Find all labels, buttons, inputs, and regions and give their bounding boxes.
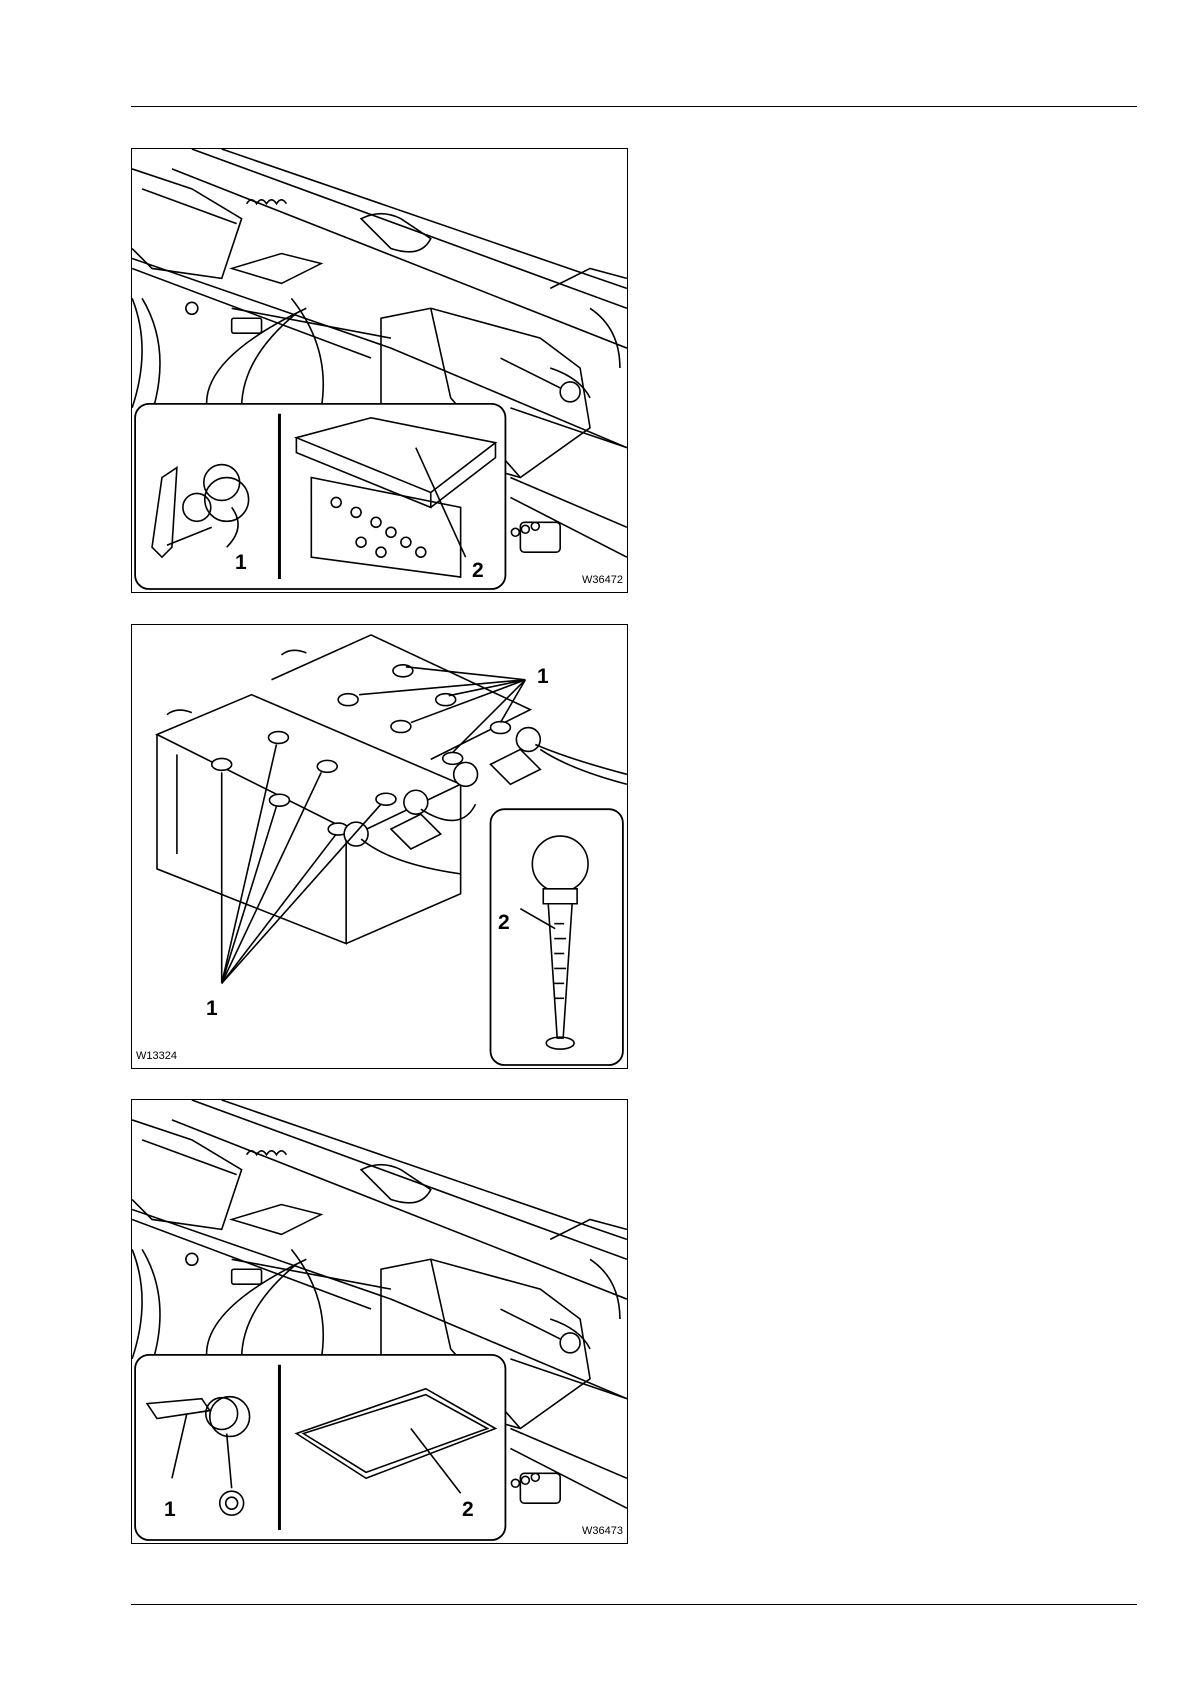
callout-key-switch: 1 <box>164 1498 176 1522</box>
engine-bay-illustration <box>132 149 627 592</box>
footer-rule <box>131 1604 1137 1605</box>
engine-bay-illustration <box>132 1100 627 1543</box>
callout-hydrometer: 2 <box>498 911 510 935</box>
figure-code: W13324 <box>136 1050 177 1062</box>
callout-battery-cover: 2 <box>462 1498 474 1522</box>
callout-filler-caps-top: 1 <box>537 665 549 689</box>
header-rule <box>131 106 1137 107</box>
callout-key-switch: 1 <box>235 551 247 575</box>
figure-battery-check: 1 2 1 W13324 <box>131 624 628 1069</box>
callout-filler-caps-bottom: 1 <box>206 997 218 1021</box>
figure-battery-compartment-open: 1 2 W36472 <box>131 148 628 593</box>
figure-code: W36472 <box>582 574 623 586</box>
figure-battery-compartment-closed: 1 2 W36473 <box>131 1099 628 1544</box>
figure-code: W36473 <box>582 1525 623 1537</box>
callout-battery-cover: 2 <box>472 559 484 583</box>
